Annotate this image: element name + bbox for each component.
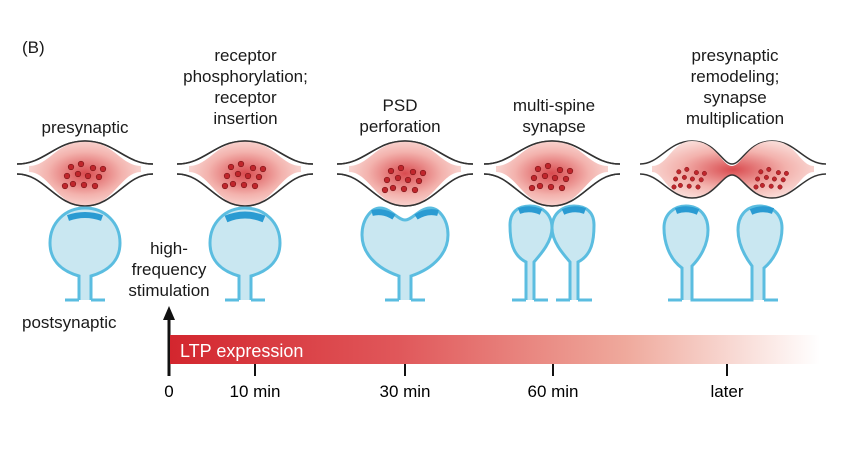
stage-4-synapse [483, 140, 621, 302]
psd-stage-2 [224, 211, 266, 223]
timeline-axis [168, 364, 728, 376]
panel-label: (B) [22, 38, 45, 57]
tick-label-30min: 30 min [379, 382, 430, 401]
postsynaptic-label: postsynaptic [22, 313, 117, 332]
tick-label-60min: 60 min [527, 382, 578, 401]
stage-5-synapse [639, 140, 827, 302]
psd-stage-5-left [674, 206, 700, 215]
psd-stage-4-right [561, 206, 587, 215]
stage-2-synapse [176, 140, 314, 302]
psd-stage-3-right [414, 209, 439, 220]
stage-label-multi-spine: multi-spine synapse [512, 96, 596, 136]
tick-label-10min: 10 min [229, 382, 280, 401]
tick-label-later: later [710, 382, 743, 401]
stage-label-synapse-multiplication: presynaptic remodeling; synapse multipli… [685, 46, 785, 128]
ltp-expression-bar [170, 335, 820, 364]
stage-label-receptor-insertion: receptor phosphorylation; receptor inser… [183, 46, 308, 128]
psd-stage-1 [67, 212, 103, 221]
stage-label-presynaptic: presynaptic [41, 118, 129, 137]
psd-stage-5-right [749, 206, 775, 215]
tick-label-0: 0 [164, 382, 173, 401]
psd-stage-4-left [517, 206, 543, 215]
stimulus-label: high- frequency stimulation [128, 239, 210, 300]
stage-label-psd-perforation: PSD perforation [359, 96, 441, 136]
stage-1-synapse [16, 140, 154, 302]
psd-stage-3-left [371, 209, 396, 220]
ltp-expression-label: LTP expression [180, 341, 303, 361]
stage-3-synapse [336, 140, 474, 302]
